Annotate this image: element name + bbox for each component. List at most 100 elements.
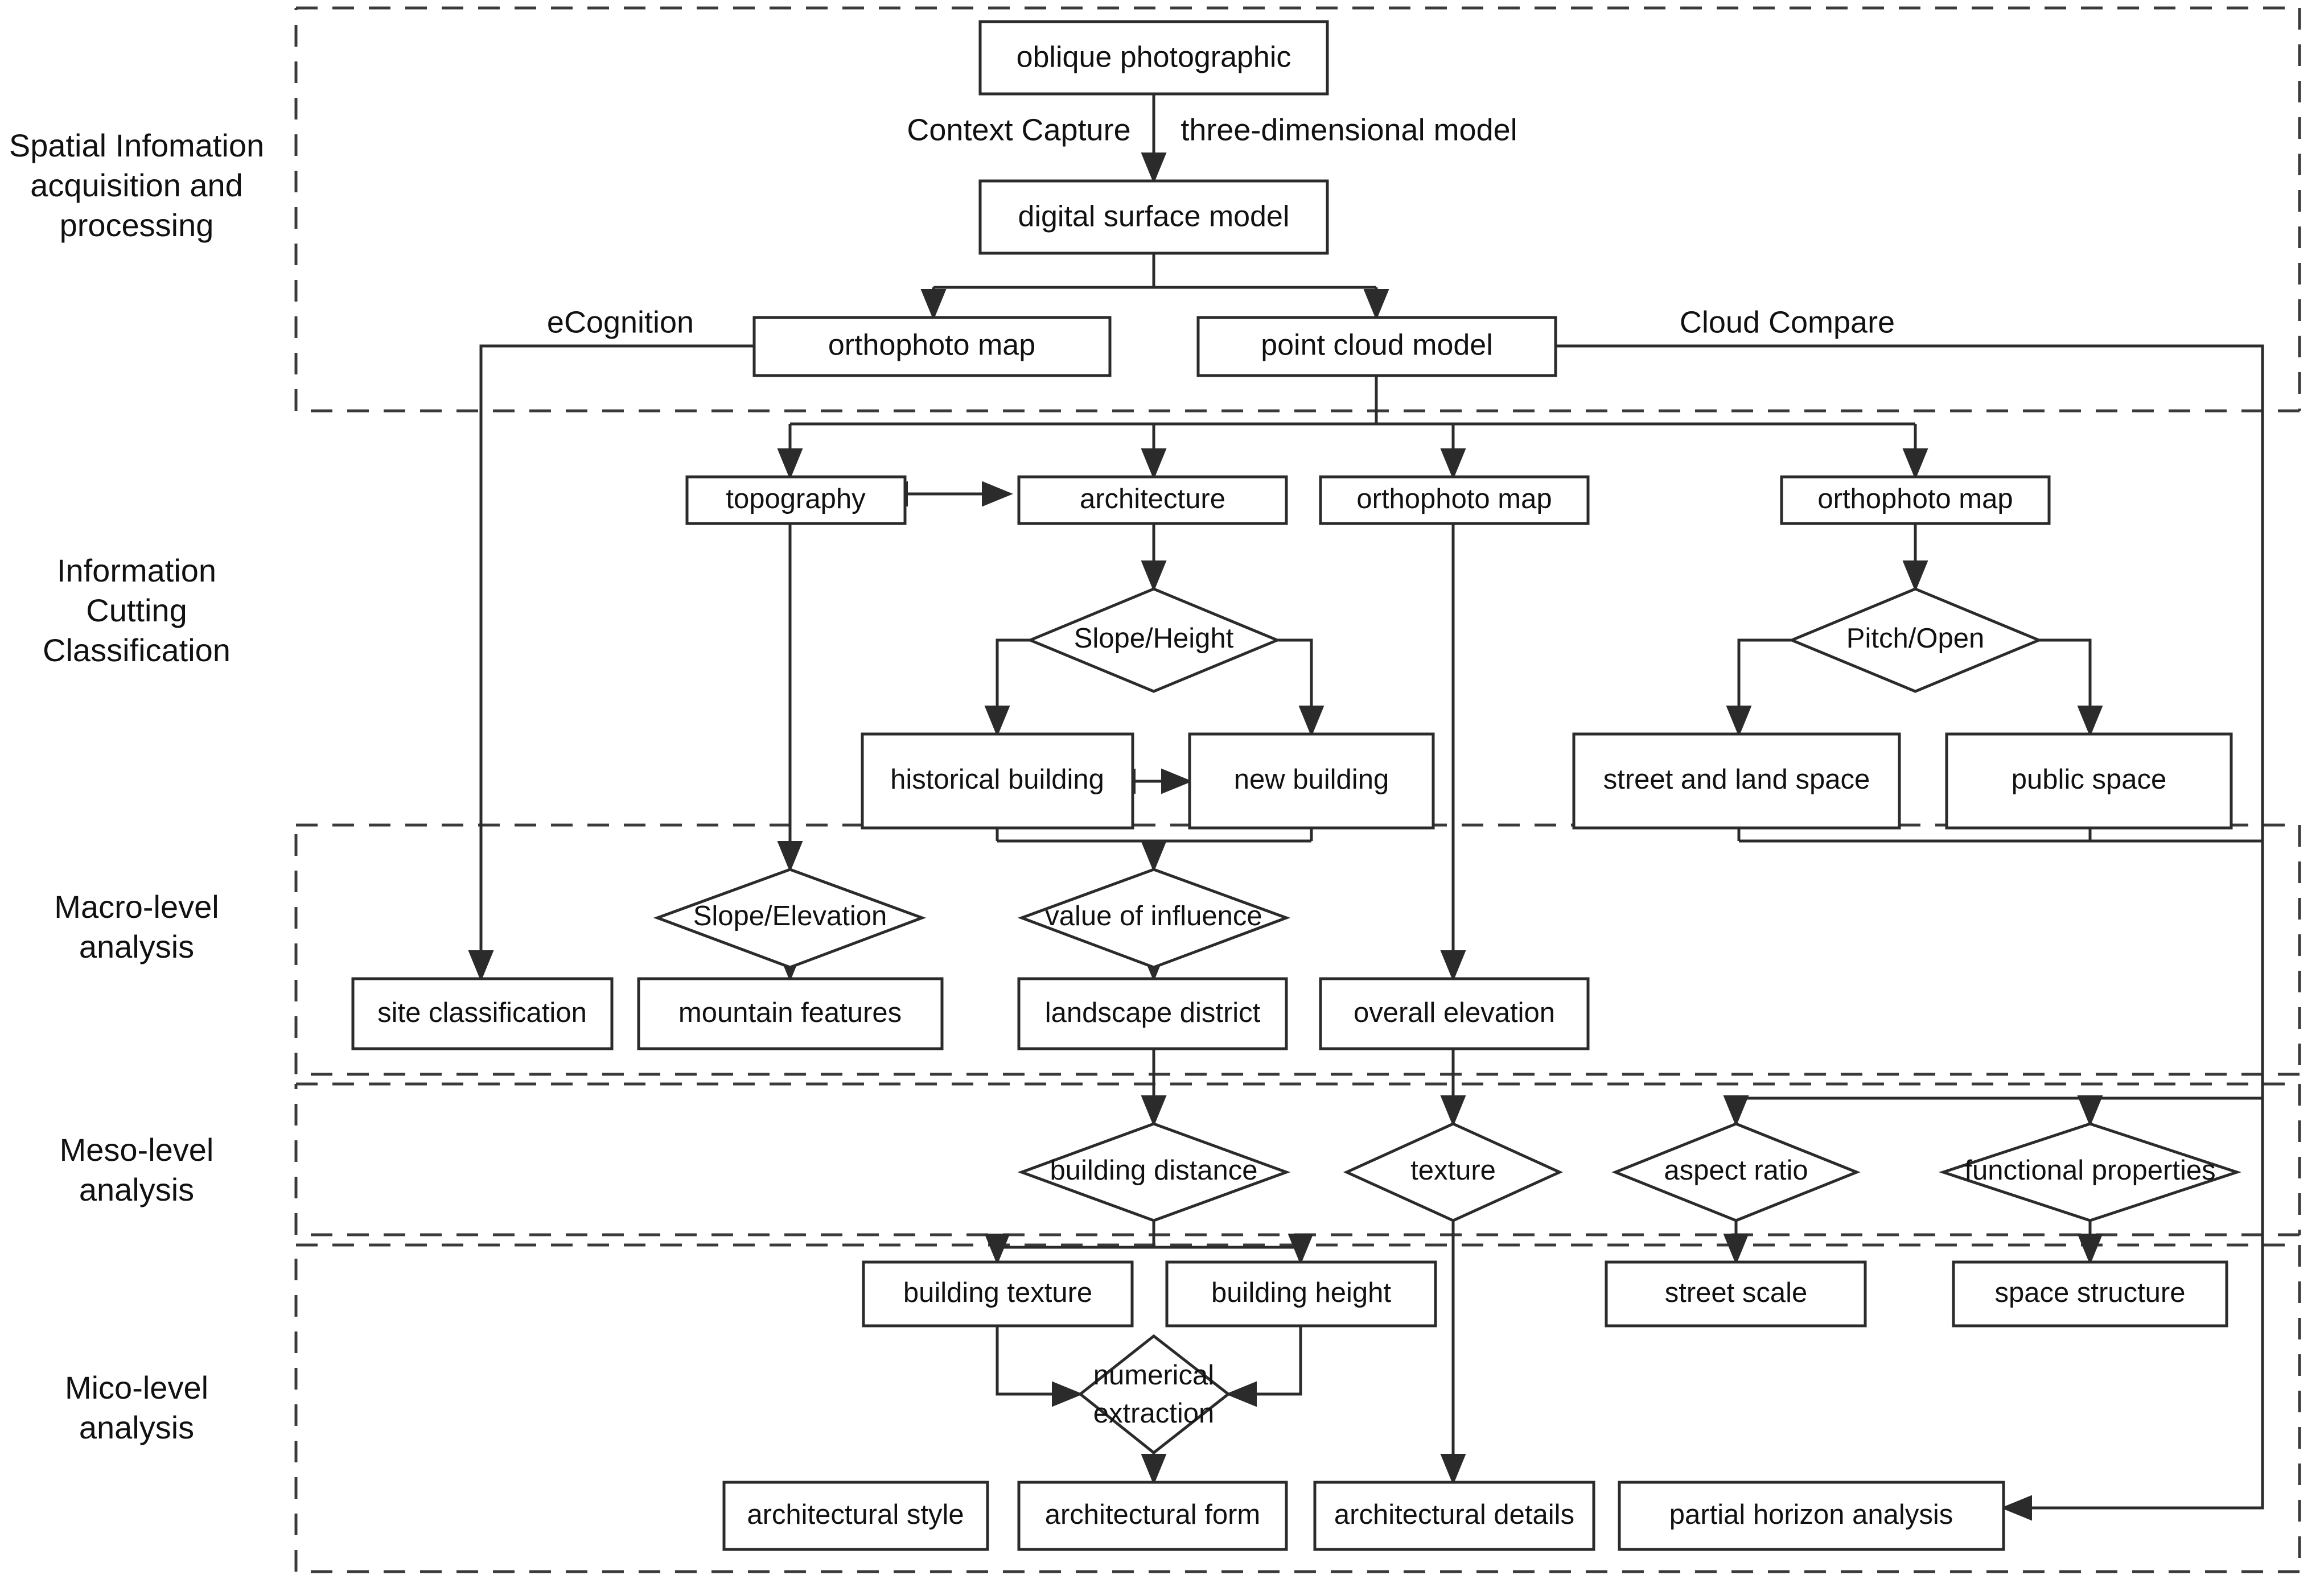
node-street-and-land-space[interactable]: street and land space (1572, 732, 1901, 830)
node-functional-properties[interactable]: functional properties (1939, 1122, 2241, 1222)
node-label: architectural details (1334, 1499, 1574, 1530)
stage-label-line: analysis (79, 929, 194, 964)
node-space-structure[interactable]: space structure (1952, 1260, 2228, 1328)
node-orthophoto-map-mid[interactable]: orthophoto map (1319, 475, 1590, 525)
node-label: partial horizon analysis (1669, 1499, 1953, 1530)
node-label: functional properties (1964, 1155, 2215, 1186)
node-label: building texture (903, 1277, 1092, 1308)
node-numerical-extraction[interactable]: numerical extraction (1077, 1334, 1231, 1455)
node-label-line1: numerical (1093, 1360, 1214, 1391)
node-architecture[interactable]: architecture (1017, 475, 1288, 525)
node-historical-building[interactable]: historical building (861, 732, 1134, 830)
node-landscape-district[interactable]: landscape district (1017, 977, 1288, 1050)
edge-spaces-merge (1737, 828, 2263, 843)
stage-label-macro-level: Macro-level analysis (54, 889, 219, 964)
edge-dsm-split (933, 253, 1376, 289)
node-overall-elevation[interactable]: overall elevation (1319, 977, 1590, 1050)
node-label: mountain features (678, 997, 902, 1028)
node-label: Pitch/Open (1846, 623, 1984, 654)
node-label: orthophoto map (828, 329, 1035, 362)
node-label: orthophoto map (1356, 484, 1552, 514)
node-label: digital surface model (1018, 200, 1290, 233)
stage-label-line: analysis (79, 1409, 194, 1445)
node-label: site classification (377, 997, 587, 1028)
edge-label-three-dimensional-model: three-dimensional model (1180, 113, 1517, 147)
node-label: architectural style (747, 1499, 964, 1530)
stage-label-line: Mico-level (65, 1370, 208, 1405)
stage-label-information-cutting: Information Cutting Classification (43, 553, 231, 668)
edge-building-distance-split (997, 1221, 1301, 1249)
node-building-texture[interactable]: building texture (862, 1260, 1134, 1328)
edge-building-height-to-numerical (1225, 1326, 1302, 1407)
node-slope-elevation[interactable]: Slope/Elevation (653, 868, 927, 969)
node-label: public space (2012, 764, 2166, 795)
node-label: topography (726, 484, 866, 514)
node-texture[interactable]: texture (1343, 1122, 1564, 1222)
node-partial-horizon-analysis[interactable]: partial horizon analysis (1618, 1481, 2005, 1551)
node-label: new building (1234, 764, 1389, 795)
node-street-scale[interactable]: street scale (1605, 1260, 1867, 1328)
node-oblique-photographic[interactable]: oblique photographic (978, 20, 1329, 96)
node-value-of-influence[interactable]: value of influence (1017, 868, 1291, 969)
stage-label-line: acquisition and (30, 167, 243, 203)
stage-label-line: Classification (43, 632, 231, 668)
node-label: point cloud model (1261, 329, 1493, 362)
edge-building-texture-to-numerical (996, 1326, 1083, 1407)
stage-label-line: Spatial Infomation (9, 127, 264, 163)
node-architectural-details[interactable]: architectural details (1313, 1481, 1595, 1551)
node-label: landscape district (1045, 997, 1261, 1028)
node-label: Slope/Height (1074, 623, 1234, 654)
node-label: building distance (1050, 1155, 1257, 1186)
node-label: oblique photographic (1017, 41, 1291, 74)
stage-label-line: Macro-level (54, 889, 219, 925)
node-label: architecture (1080, 484, 1225, 514)
edge-pitchopen-to-public (2039, 638, 2103, 737)
stage-label-line: analysis (79, 1172, 194, 1207)
edge-label-context-capture: Context Capture (907, 113, 1130, 147)
node-label: overall elevation (1354, 997, 1555, 1028)
stage-label-meso-level: Meso-level analysis (60, 1132, 214, 1207)
node-topography[interactable]: topography (685, 475, 907, 525)
stage-label-micro-level: Mico-level analysis (65, 1370, 208, 1445)
node-digital-surface-model[interactable]: digital surface model (978, 179, 1329, 255)
edge-ecognition-to-site-classification (468, 344, 754, 982)
node-architectural-form[interactable]: architectural form (1017, 1481, 1288, 1551)
node-label: historical building (890, 764, 1104, 795)
node-mountain-features[interactable]: mountain features (637, 977, 944, 1050)
node-new-building[interactable]: new building (1188, 732, 1435, 830)
node-label: Slope/Elevation (693, 901, 887, 931)
node-label: street and land space (1603, 764, 1870, 795)
edge-label-ecognition: eCognition (547, 305, 694, 339)
node-label: texture (1410, 1155, 1496, 1186)
node-pitch-open[interactable]: Pitch/Open (1788, 587, 2043, 693)
stage-label-line: Information (57, 553, 216, 588)
node-label: value of influence (1045, 901, 1262, 931)
node-label: orthophoto map (1817, 484, 2013, 514)
node-orthophoto-map-left[interactable]: orthophoto map (752, 316, 1112, 377)
edge-buildings-merge (996, 828, 1313, 847)
node-building-height[interactable]: building height (1165, 1260, 1437, 1328)
stage-label-line: processing (60, 207, 214, 243)
node-orthophoto-map-right[interactable]: orthophoto map (1780, 475, 2051, 525)
node-site-classification[interactable]: site classification (351, 977, 614, 1050)
edge-slopeheight-to-new (1277, 638, 1325, 737)
node-slope-height[interactable]: Slope/Height (1026, 587, 1281, 693)
edge-pointcloud-bus (790, 376, 1915, 426)
stage-label-line: Meso-level (60, 1132, 214, 1168)
stage-band-spatial-information (294, 6, 2301, 413)
node-label: aspect ratio (1664, 1155, 1808, 1186)
node-point-cloud-model[interactable]: point cloud model (1196, 316, 1557, 377)
node-label-line2: extraction (1093, 1398, 1214, 1429)
node-architectural-style[interactable]: architectural style (722, 1481, 989, 1551)
edge-slopeheight-to-historical (984, 638, 1030, 737)
edge-meso-bus (1736, 841, 2264, 1100)
node-aspect-ratio[interactable]: aspect ratio (1611, 1122, 1861, 1222)
node-building-distance[interactable]: building distance (1017, 1122, 1291, 1222)
stage-band-meso-level (294, 1082, 2301, 1236)
node-label: building height (1211, 1277, 1391, 1308)
node-label: space structure (1995, 1277, 2186, 1308)
edge-label-cloud-compare: Cloud Compare (1680, 305, 1895, 339)
node-public-space[interactable]: public space (1945, 732, 2233, 830)
